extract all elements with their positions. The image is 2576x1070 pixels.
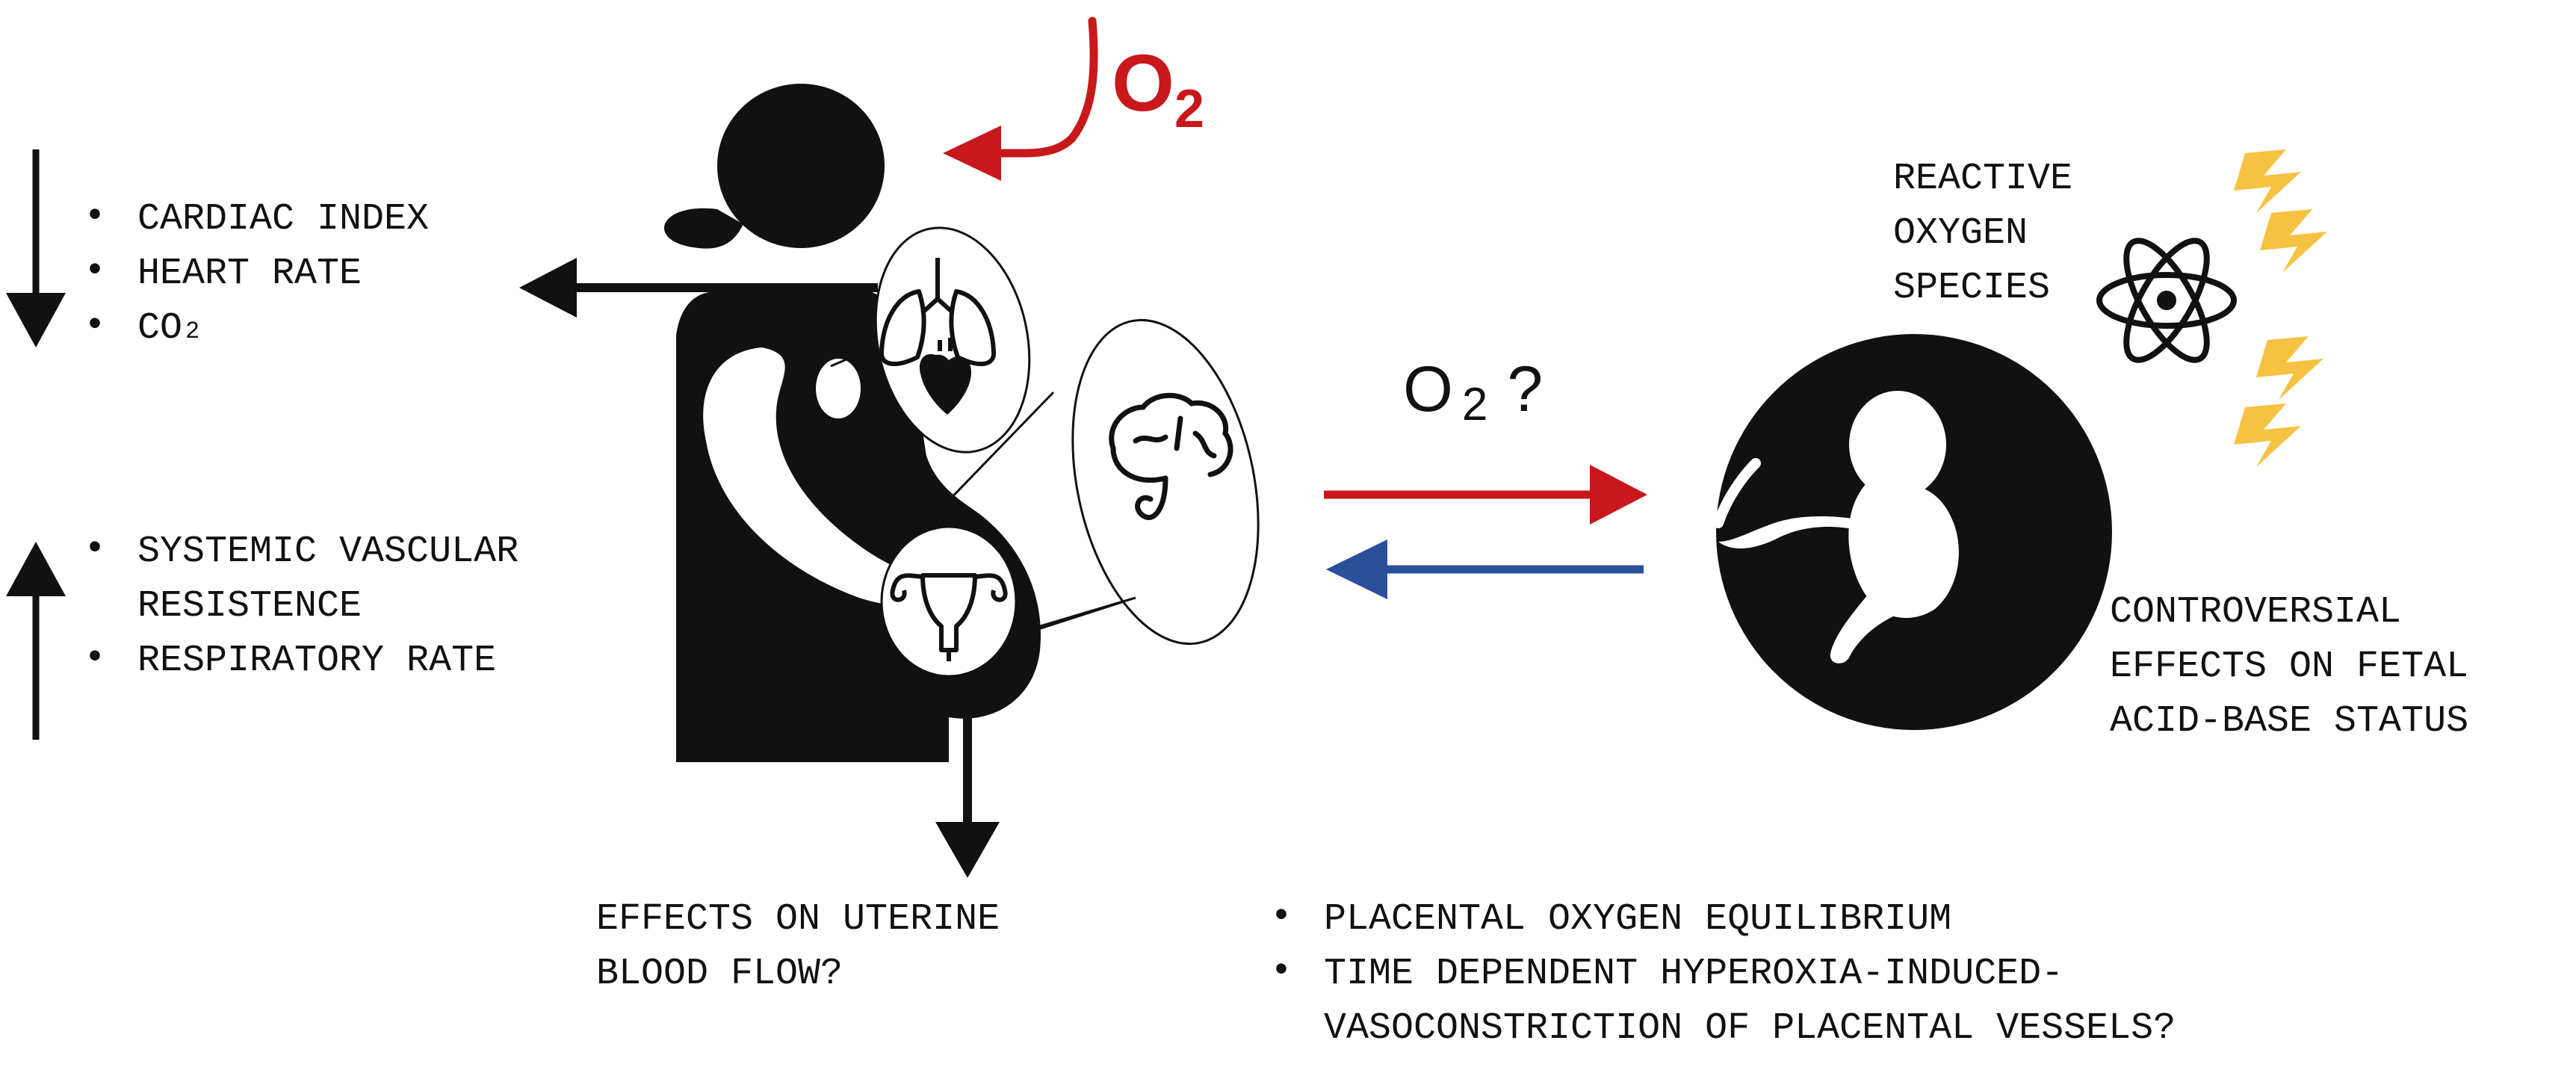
placental-item-equilibrium: PLACENTAL OXYGEN EQUILIBRIUM [1324,898,1951,941]
brain-inset [940,318,1260,646]
decrease-item-cardiac-index: CARDIAC INDEX [137,198,429,241]
increase-item-svr-line1: SYSTEMIC VASCULAR [137,531,518,573]
bullet: • [84,250,106,293]
lungs-heart-inset [830,226,1031,454]
uterine-effects-label: EFFECTS ON UTERINE BLOOD FLOW? [596,898,1000,995]
oxygen-input-arrow [943,16,1098,181]
uterus-icon [890,573,1008,661]
bullet: • [84,305,106,347]
bullet: • [84,528,106,571]
increase-item-respiratory-rate: RESPIRATORY RATE [137,640,496,682]
uterine-line-2: BLOOD FLOW? [596,953,843,995]
bullet: • [84,637,106,680]
placental-item-vasoconstriction-line2: VASOCONSTRICTION OF PLACENTAL VESSELS? [1324,1007,2176,1050]
placental-item-vasoconstriction-line1: TIME DEPENDENT HYPEROXIA-INDUCED- [1324,953,2063,995]
bullet: • [1270,950,1292,993]
fetus-icon [1713,334,2112,730]
fetal-line-3: ACID-BASE STATUS [2110,700,2468,743]
fetal-line-1: CONTROVERSIAL [2110,591,2401,634]
bullet: • [84,196,106,238]
heart-icon [919,338,971,415]
uterus-inset [880,525,1136,678]
increase-item-svr-line2: RESISTENCE [137,585,362,628]
return-arrow [1326,539,1644,599]
atom-icon [2096,238,2237,363]
ros-label: REACTIVE OXYGEN SPECIES [1893,158,2072,309]
maternal-effects-arrow [519,258,878,318]
increase-arrow [6,542,66,740]
ros-line-2: OXYGEN [1893,212,2028,255]
increase-list: • SYSTEMIC VASCULAR RESISTENCE • RESPIRA… [84,528,518,682]
fetal-effects-label: CONTROVERSIAL EFFECTS ON FETAL ACID-BASE… [2110,591,2468,743]
lightning-icon [2234,149,2327,467]
ros-line-1: REACTIVE [1893,158,2072,200]
oxygen-label: O2 [1112,37,1204,139]
uterine-flow-arrow [935,710,1000,878]
ros-line-3: SPECIES [1893,267,2050,309]
brain-icon [1109,392,1233,520]
uterine-line-1: EFFECTS ON UTERINE [596,898,1000,941]
placental-list: • PLACENTAL OXYGEN EQUILIBRIUM • TIME DE… [1270,896,2176,1050]
decrease-item-heart-rate: HEART RATE [137,253,362,295]
fetal-line-2: EFFECTS ON FETAL [2110,646,2468,688]
oxygen-to-fetus-arrow [1324,465,1647,525]
decrease-arrow [6,149,66,347]
lungs-icon [879,258,997,367]
bullet: • [1270,896,1292,938]
